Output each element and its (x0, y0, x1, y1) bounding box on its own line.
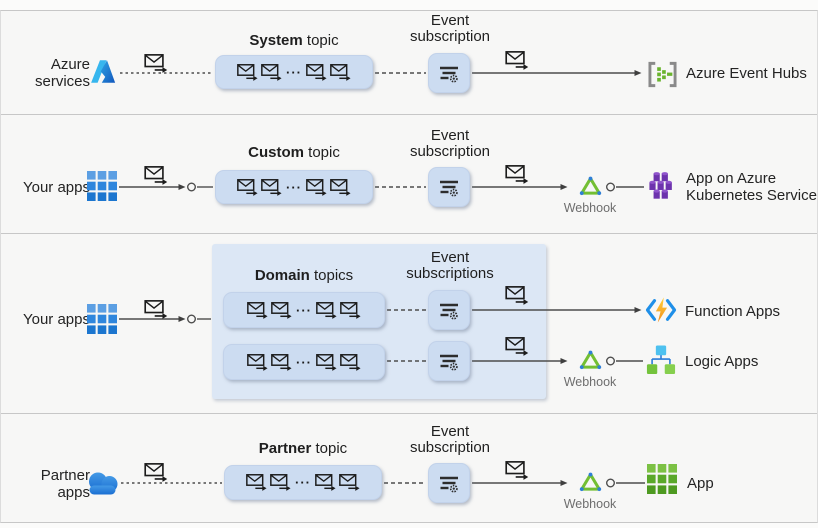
event-envelope-icon (316, 354, 337, 371)
ellipsis: ··· (286, 179, 302, 195)
function-apps-icon (644, 296, 678, 324)
webhook-label: Webhook (563, 201, 617, 215)
partner-apps-label: Partner apps (40, 467, 90, 501)
aks-icon (647, 172, 676, 201)
logic-apps-label: Logic Apps (685, 353, 759, 370)
webhook-label: Webhook (563, 375, 617, 389)
event-envelope-icon (330, 179, 351, 196)
webhook-icon (578, 470, 603, 495)
event-envelope-icon (144, 463, 168, 482)
event-envelope-icon (505, 286, 529, 305)
event-envelope-icon (315, 474, 336, 491)
azure-logo-icon (90, 58, 116, 85)
filter-icon (436, 470, 462, 496)
event-hubs-label: Azure Event Hubs (686, 65, 807, 82)
event-envelope-icon (340, 354, 361, 371)
event-subscription-label: Event subscription (409, 423, 491, 456)
system-topic-box: ··· (215, 55, 373, 89)
event-envelope-icon (271, 354, 292, 371)
event-envelope-icon (505, 51, 529, 70)
webhook-icon (578, 174, 603, 199)
event-subscription-box (428, 341, 470, 381)
event-envelope-icon (306, 179, 327, 196)
domain-topic-box: ··· (223, 292, 385, 328)
event-envelope-icon (306, 64, 327, 81)
filter-icon (436, 60, 462, 86)
event-envelope-icon (261, 179, 282, 196)
cloud-icon (85, 468, 119, 495)
partner-topic-label: Partner topic (258, 440, 348, 457)
event-envelope-icon (339, 474, 360, 491)
function-apps-label: Function Apps (685, 303, 781, 320)
ellipsis: ··· (286, 64, 302, 80)
logic-apps-icon (646, 344, 676, 375)
event-envelope-icon (237, 64, 258, 81)
webhook-icon (578, 348, 603, 373)
event-subscription-label: Event subscription (409, 127, 491, 160)
app-label: App (687, 475, 714, 492)
apps-grid-icon (87, 171, 117, 201)
event-envelope-icon (247, 354, 268, 371)
event-envelope-icon (237, 179, 258, 196)
event-envelope-icon (144, 54, 168, 73)
event-envelope-icon (316, 302, 337, 319)
ellipsis: ··· (296, 354, 312, 370)
event-subscriptions-label: Event subscriptions (406, 249, 494, 282)
your-apps-label: Your apps (22, 311, 90, 328)
event-envelope-icon (144, 166, 168, 185)
event-subscription-box (428, 463, 470, 503)
webhook-label: Webhook (563, 497, 617, 511)
event-hubs-icon (646, 60, 679, 89)
filter-icon (436, 297, 462, 323)
event-envelope-icon (270, 474, 291, 491)
event-envelope-icon (330, 64, 351, 81)
custom-topic-label: Custom topic (248, 144, 340, 161)
event-envelope-icon (246, 474, 267, 491)
event-subscription-box (428, 167, 470, 207)
event-subscription-box (428, 290, 470, 330)
system-topic-label: System topic (249, 32, 339, 49)
filter-icon (436, 348, 462, 374)
domain-topic-box: ··· (223, 344, 385, 380)
event-subscription-label: Event subscription (409, 12, 491, 45)
event-envelope-icon (505, 337, 529, 356)
azure-services-label: Azure services (34, 56, 90, 90)
apps-grid-icon (87, 304, 117, 334)
domain-topics-label: Domain topics (254, 267, 354, 284)
ellipsis: ··· (295, 475, 311, 490)
ellipsis: ··· (296, 302, 312, 318)
your-apps-label: Your apps (22, 179, 90, 196)
event-envelope-icon (505, 461, 529, 480)
event-subscription-box (428, 53, 470, 93)
event-envelope-icon (271, 302, 292, 319)
partner-topic-box: ··· (224, 465, 382, 500)
app-grid-icon (647, 464, 677, 494)
event-envelope-icon (261, 64, 282, 81)
custom-topic-box: ··· (215, 170, 373, 204)
event-envelope-icon (144, 300, 168, 319)
event-envelope-icon (340, 302, 361, 319)
event-envelope-icon (247, 302, 268, 319)
event-envelope-icon (505, 165, 529, 184)
aks-label: App on Azure Kubernetes Service (686, 170, 817, 204)
filter-icon (436, 174, 462, 200)
